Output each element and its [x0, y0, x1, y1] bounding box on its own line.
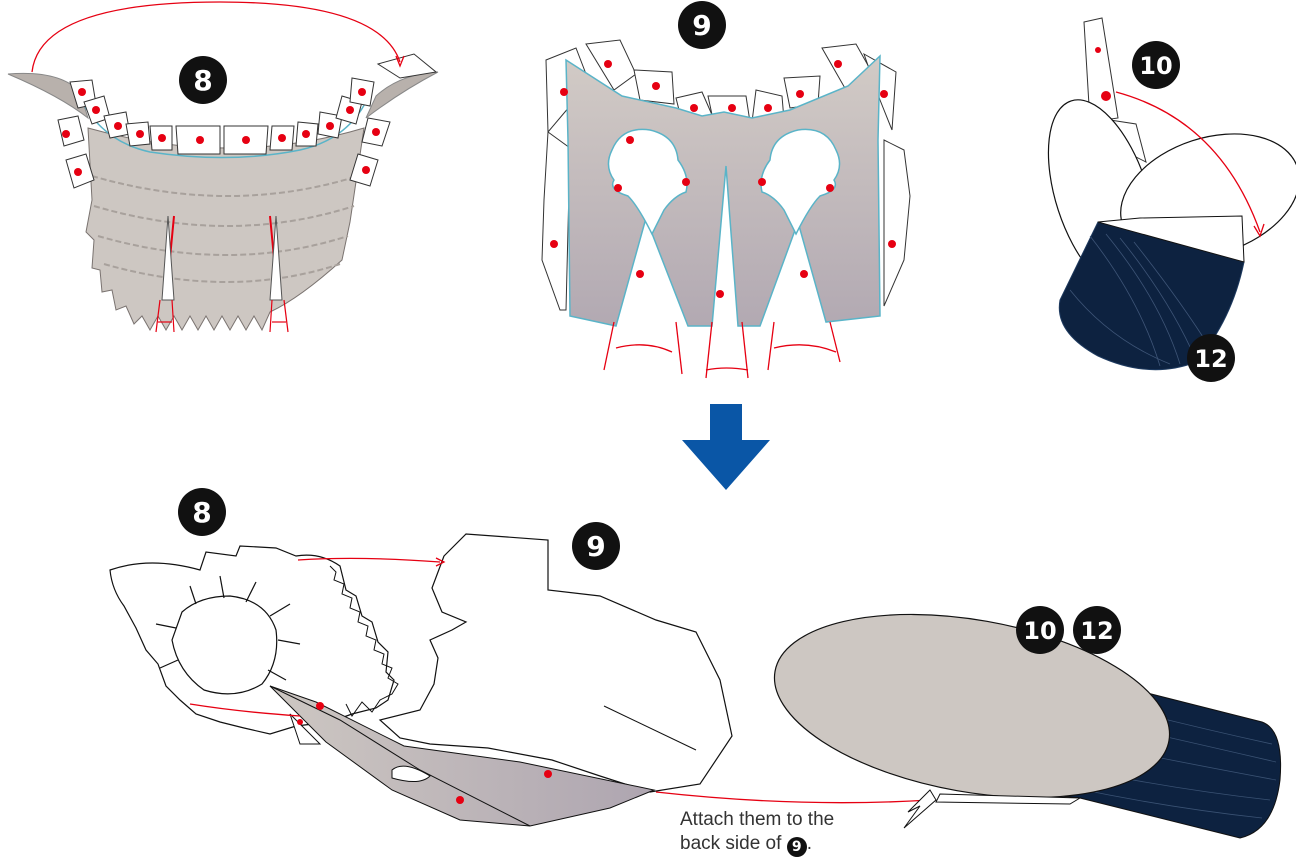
assembled-view: 8 9 10 12	[110, 488, 1281, 838]
step-12-bottom-label: 12	[1080, 617, 1113, 645]
step-9-inline-badge: 9	[787, 837, 807, 857]
attach-instruction-line1: Attach them to the	[680, 808, 940, 832]
part-10-12-flat: 10 12	[1027, 18, 1296, 382]
part-9-flat: 9	[542, 1, 910, 378]
step-10-bottom-label: 10	[1023, 617, 1056, 645]
attach-instruction-prefix: back side of	[680, 833, 781, 854]
down-arrow	[682, 404, 770, 490]
step-8-top-label: 8	[193, 64, 212, 97]
step-9-top-label: 9	[692, 9, 711, 42]
step-9-bottom-label: 9	[586, 530, 605, 563]
attach-instruction-suffix: .	[807, 833, 812, 854]
attach-instruction: Attach them to the back side of 9.	[680, 808, 940, 857]
step-8-bottom-label: 8	[192, 496, 211, 529]
step-12-top-label: 12	[1194, 345, 1227, 373]
part-8-flat: 8	[8, 2, 438, 332]
step-10-top-label: 10	[1139, 52, 1172, 80]
attach-instruction-line2: back side of 9.	[680, 832, 940, 857]
part-8-right-wing	[366, 72, 438, 118]
part-9-fold-guides	[604, 322, 840, 378]
part-8-serrated-body	[86, 128, 364, 330]
